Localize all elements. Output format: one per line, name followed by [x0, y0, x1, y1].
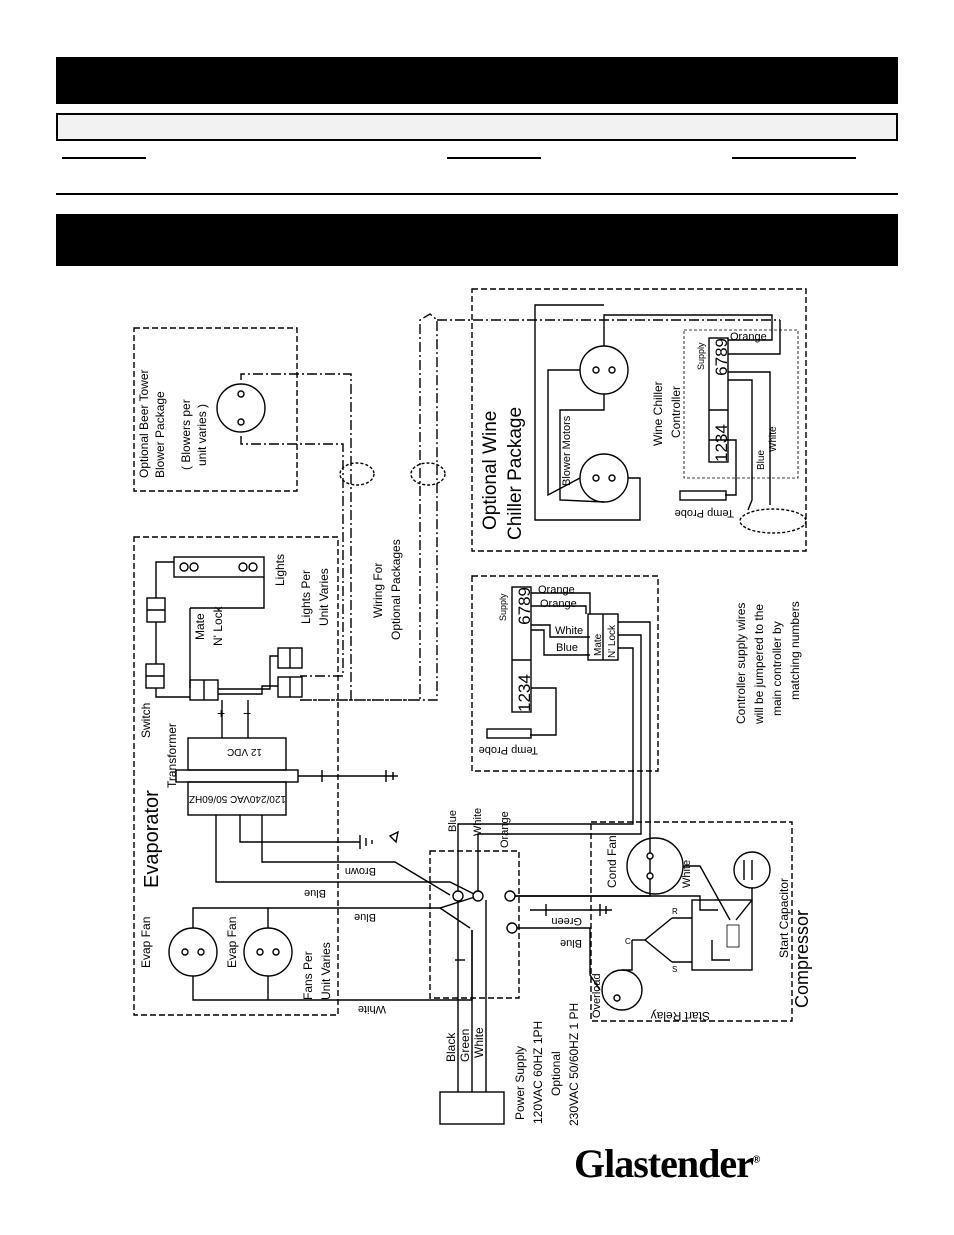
registered-mark: ® [752, 1154, 760, 1166]
field-rule-2 [447, 157, 541, 159]
junction-box [429, 850, 520, 999]
field-rule-3 [732, 157, 856, 159]
power-supply-3: Optional [549, 1051, 563, 1096]
subheader-bar [56, 113, 898, 141]
wine-blue-label: Blue [756, 450, 767, 470]
glastender-logo: Glastender® [574, 1140, 760, 1187]
white-label-evap: White [358, 1003, 386, 1015]
main-controller-box [471, 575, 659, 772]
main-terminals-right: 6789 [515, 587, 534, 625]
compressor-box [590, 821, 793, 1022]
wine-controller-label-1: Wine Chiller [651, 381, 665, 446]
wine-white-label: White [768, 426, 779, 452]
wiring-optional-1: Wiring For [371, 563, 385, 618]
wine-terminals-right: 6789 [712, 338, 731, 376]
green-label-2: Green [458, 1029, 472, 1062]
wine-terminals-left: 1234 [712, 424, 731, 462]
blue-label-2: Blue [354, 911, 376, 923]
controller-note-1: Controller supply wires [734, 603, 748, 724]
wine-chiller-title-1: Optional Wine [480, 411, 501, 530]
wiring-optional-2: Optional Packages [389, 539, 403, 640]
transformer-label: Transformer [165, 723, 179, 788]
evap-fan-1: Evap Fan [139, 917, 153, 968]
plus-label: + [217, 705, 225, 721]
main-white-label: White [555, 625, 583, 637]
divider-rule [56, 193, 898, 195]
main-mate-lock-1: Mate [593, 633, 604, 656]
relay-s-label: S [672, 965, 677, 974]
fans-per-1: Fans Per [301, 951, 315, 1000]
junction-orange-label: Orange [499, 811, 511, 848]
mate-lock-label-2: N' Lock [211, 605, 225, 646]
blue-label-3: Blue [560, 937, 582, 949]
fans-per-2: Unit Varies [319, 942, 333, 1000]
vac-label: 120/240VAC 50/60HZ [189, 793, 286, 804]
main-mate-lock-2: N' Lock [607, 624, 618, 658]
controller-note-3: main controller by [770, 621, 784, 716]
brown-label: Brown [345, 865, 376, 877]
junction-blue-label: Blue [447, 810, 459, 832]
cond-white-label: White [681, 860, 693, 888]
relay-r-label: R [672, 907, 678, 916]
evap-fan-2: Evap Fan [225, 917, 239, 968]
start-relay-label: Start Relay [651, 1009, 710, 1023]
controller-note-4: matching numbers [788, 601, 802, 700]
wine-temp-probe-label: Temp Probe [675, 507, 734, 519]
lights-label: Lights [273, 554, 287, 586]
wiring-diagram: 6789 1234 6789 1234 Supply Supply Option… [133, 288, 812, 1126]
logo-text: Glastender [574, 1141, 754, 1186]
relay-c-label: C [625, 937, 631, 946]
white-label-2: White [472, 1027, 486, 1058]
controller-note-2: will be jumpered to the [752, 604, 766, 725]
beer-tower-label-3: ( Blowers per [179, 399, 193, 470]
wine-supply-label: Supply [696, 342, 706, 370]
lights-per-2: Unit Varies [317, 568, 331, 626]
wine-controller-label-2: Controller [669, 386, 683, 438]
black-label: Black [444, 1032, 458, 1062]
beer-tower-label-2: Blower Package [153, 391, 167, 478]
main-temp-probe-label: Temp Probe [479, 744, 538, 756]
junction-white-label: White [472, 808, 484, 836]
main-orange-2: Orange [540, 598, 577, 610]
field-rule-1 [62, 157, 146, 159]
blower-motors-label: Blower Motors [561, 415, 573, 486]
main-blue-label: Blue [556, 642, 578, 654]
beer-tower-label-4: unit varies ) [195, 404, 209, 466]
beer-tower-box [133, 327, 298, 492]
main-terminals-left: 1234 [515, 674, 534, 712]
minus-label: − [243, 705, 251, 721]
cond-fan-label: Cond Fan [605, 835, 619, 888]
main-supply-label: Supply [498, 593, 508, 621]
start-capacitor-label: Start Capacitor [777, 878, 791, 958]
power-supply-4: 230VAC 50/60HZ 1 PH [567, 1003, 581, 1126]
blue-label-1: Blue [304, 887, 326, 899]
main-orange-1: Orange [538, 584, 575, 596]
power-supply-1: Power Supply [513, 1046, 527, 1120]
wine-orange-label: Orange [730, 331, 767, 343]
evaporator-label: Evaporator [141, 790, 163, 888]
mate-lock-label-1: Mate [193, 613, 207, 640]
vdc-label: 12 VDC [227, 746, 262, 757]
power-supply-2: 120VAC 60HZ 1PH [531, 1021, 545, 1124]
wine-chiller-box [471, 288, 807, 552]
overload-label: Overload [591, 973, 603, 1018]
wine-chiller-title-2: Chiller Package [505, 407, 526, 540]
section-bar [56, 214, 898, 266]
green-label: Green [551, 915, 582, 927]
lights-per-1: Lights Per [299, 570, 313, 624]
switch-label: Switch [139, 703, 153, 738]
beer-tower-label-1: Optional Beer Tower [137, 369, 151, 478]
header-bar [56, 57, 898, 104]
compressor-label: Compressor [792, 910, 812, 1008]
